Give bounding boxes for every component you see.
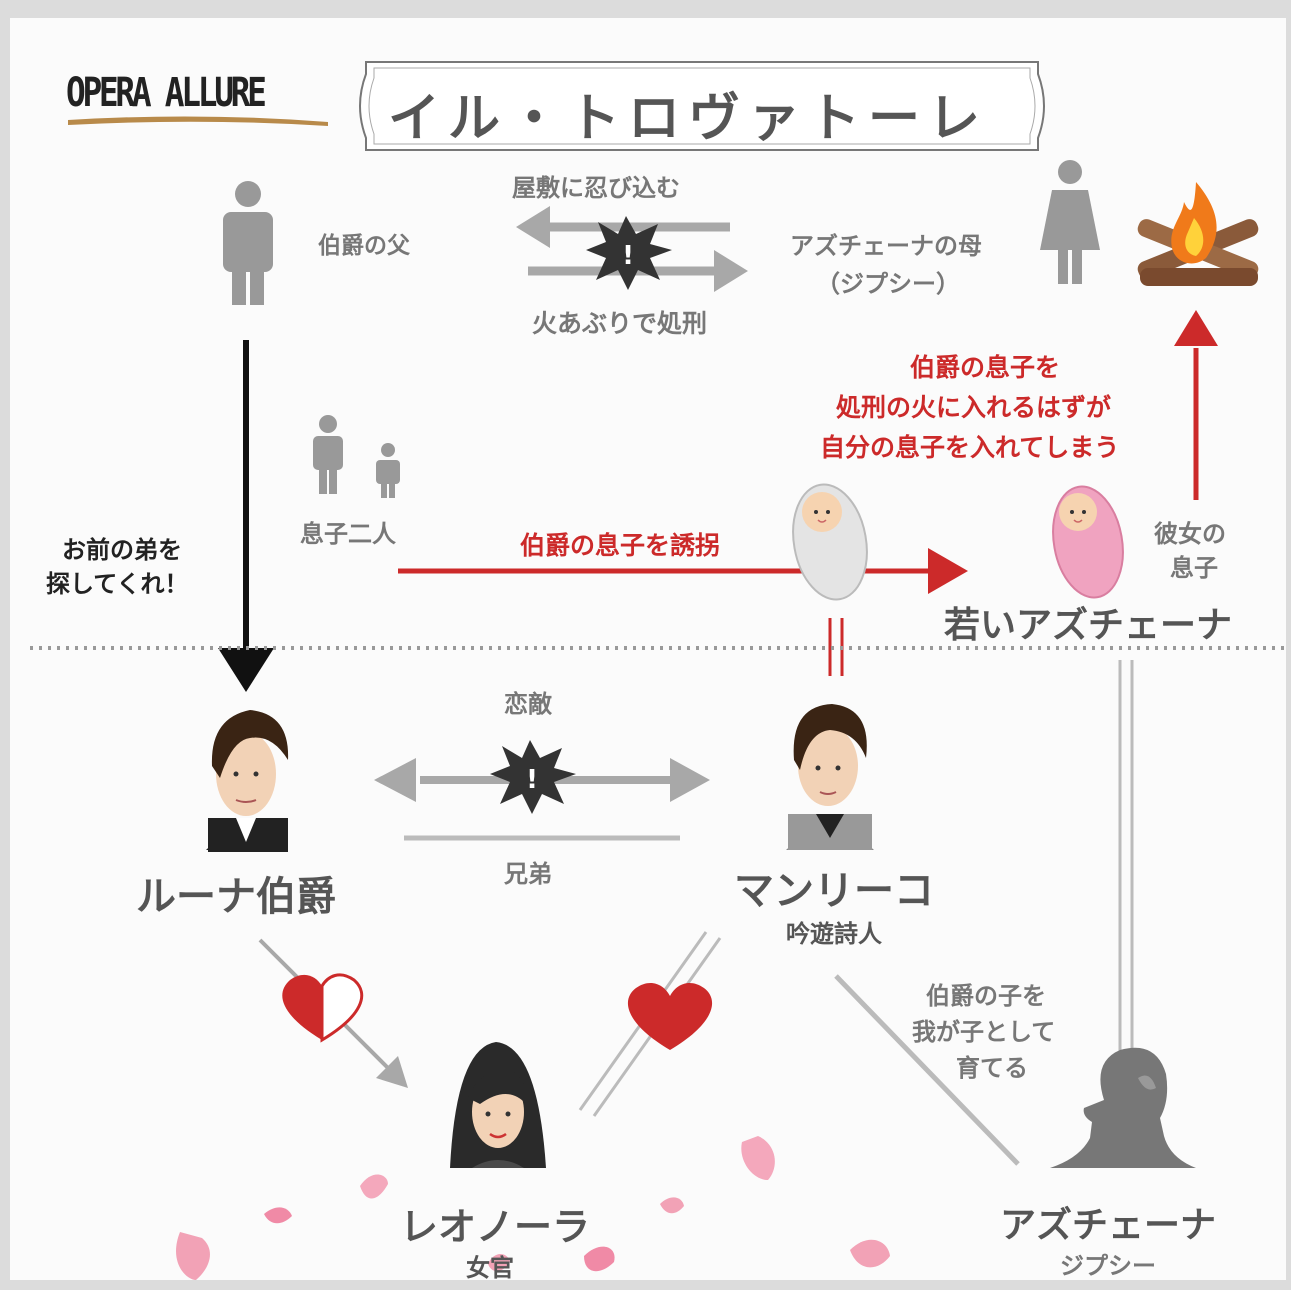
relationship-chart: !	[10, 18, 1286, 1280]
gypsy-mother-label-1: アズチェーナの母	[790, 232, 982, 260]
manrico-role: 吟遊詩人	[786, 920, 882, 948]
svg-text:!: !	[622, 241, 634, 271]
rival-clash-burst-icon: !	[490, 740, 576, 814]
gypsy-mother-figure-icon	[1040, 160, 1100, 284]
brand-underline	[68, 116, 328, 126]
her-son-label-1: 彼女の	[1154, 520, 1226, 548]
young-azucena-label: 若いアズチェーナ	[944, 605, 1233, 646]
mistake-label-2: 処刑の火に入れるはずが	[836, 393, 1112, 422]
leonora-portrait-icon	[450, 1042, 546, 1168]
fire-arrow	[1174, 310, 1218, 500]
top-clash-burst-icon: !	[586, 216, 672, 290]
count-father-label: 伯爵の父	[318, 233, 410, 259]
luna-name: ルーナ伯爵	[136, 874, 336, 920]
sneak-in-label: 屋敷に忍び込む	[512, 174, 680, 202]
full-heart-icon	[627, 982, 713, 1050]
raised-label-1: 伯爵の子を	[926, 982, 1046, 1010]
search-arrow	[218, 340, 274, 692]
raised-label-3: 育てる	[956, 1054, 1028, 1082]
half-heart-icon	[282, 973, 364, 1043]
brand-logo: OPERA ALLURE	[66, 70, 267, 116]
bonfire-icon	[1137, 182, 1259, 286]
find-brother-label-1: お前の弟を	[62, 536, 182, 564]
chart-graphics: !	[30, 61, 1286, 1280]
her-son-label-2: 息子	[1170, 554, 1218, 582]
two-sons-icon	[313, 415, 400, 498]
mistake-label-1: 伯爵の息子を	[910, 353, 1061, 382]
mistake-label-3: 自分の息子を入れてしまう	[820, 433, 1120, 462]
azucena-role: ジプシー	[1060, 1252, 1156, 1280]
baby-azucena-son-icon	[1052, 485, 1124, 599]
find-brother-label-2: 探してくれ！	[46, 570, 189, 598]
manrico-name: マンリーコ	[734, 868, 934, 914]
burned-label: 火あぶりで処刑	[532, 309, 708, 338]
azucena-silhouette-icon	[1050, 1047, 1196, 1168]
raised-label-2: 我が子として	[912, 1018, 1056, 1046]
manrico-portrait-icon	[786, 704, 874, 850]
luna-portrait-icon	[206, 710, 289, 852]
kidnap-label: 伯爵の息子を誘拐	[520, 531, 721, 560]
two-sons-label: 息子二人	[300, 520, 396, 548]
petals-decoration	[176, 1136, 890, 1280]
identity-link-grey	[1118, 660, 1134, 1052]
svg-text:!: !	[526, 765, 538, 795]
rival-label: 恋敵	[504, 690, 552, 718]
title-frame	[359, 61, 1045, 151]
father-figure-icon	[223, 181, 273, 305]
page-title: イル・トロヴァトーレ	[388, 89, 989, 149]
azucena-name: アズチェーナ	[1000, 1205, 1217, 1246]
leonora-name: レオノーラ	[400, 1205, 591, 1249]
leonora-role: 女官	[466, 1254, 514, 1280]
baby-count-son-icon	[792, 483, 868, 601]
gypsy-mother-label-2: （ジプシー）	[816, 270, 960, 298]
raised-by-link	[834, 974, 1020, 1166]
brothers-label: 兄弟	[504, 860, 552, 888]
